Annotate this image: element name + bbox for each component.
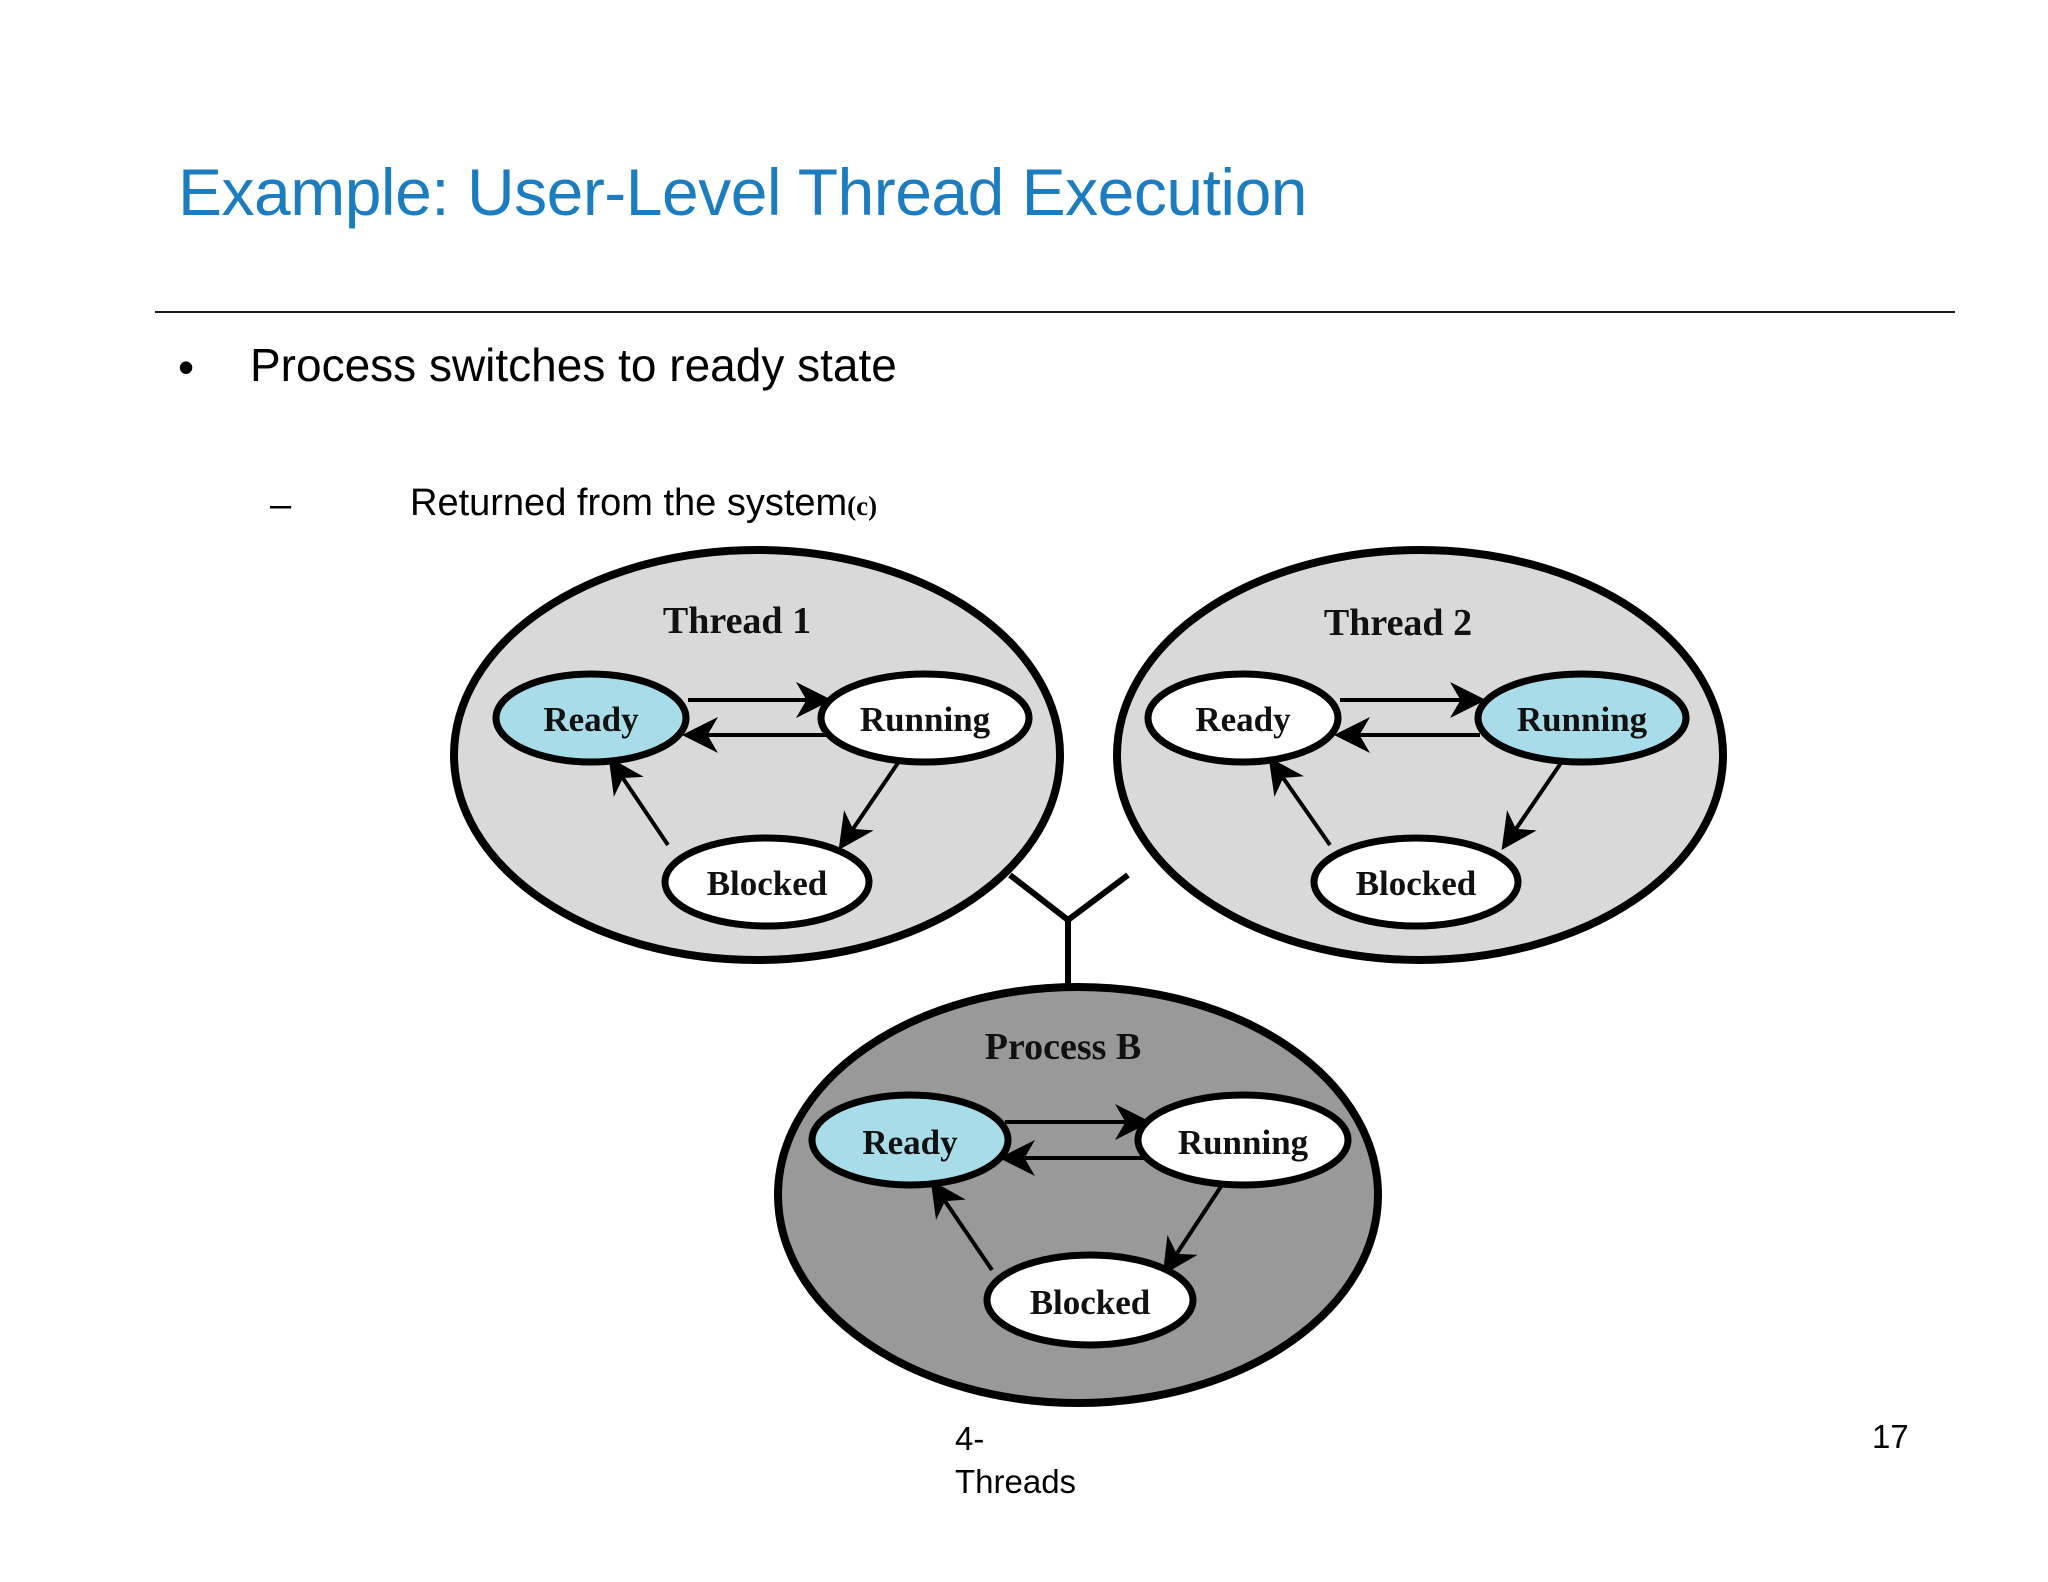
process-b-node-running[interactable]: Running	[1134, 1091, 1352, 1189]
bullet-item-sub: – Returned from the system(c)	[270, 480, 1070, 528]
thread-1-node-ready[interactable]: Ready	[492, 670, 690, 766]
process-b-boundary	[774, 983, 1382, 1407]
thread-2-ready-label: Ready	[1195, 700, 1291, 739]
process-b-node-ready[interactable]: Ready	[808, 1091, 1012, 1189]
title-divider	[155, 311, 1955, 313]
thread-2-node-running[interactable]: Running	[1474, 670, 1690, 766]
thread-2-running-label: Running	[1517, 700, 1648, 739]
bullet-item-primary: • Process switches to ready state	[178, 338, 938, 392]
process-b-node-blocked[interactable]: Blocked	[983, 1251, 1197, 1349]
thread-1-boundary	[450, 546, 1064, 964]
group-thread-2: Thread 2 Ready Running Blocked	[1113, 546, 1727, 964]
figure-letter-label: (c)	[847, 491, 878, 521]
group-process-b: Process B Ready Running Blocked	[774, 983, 1382, 1407]
process-b-label: Process B	[985, 1026, 1142, 1068]
process-b-running-label: Running	[1178, 1123, 1309, 1162]
thread-1-node-blocked[interactable]: Blocked	[661, 834, 873, 930]
thread-1-ready-label: Ready	[543, 700, 639, 739]
thread-2-edges	[1268, 682, 1565, 850]
group-connectors	[1008, 872, 1130, 985]
page-number: 17	[1872, 1418, 1909, 1455]
process-b-ready-label: Ready	[862, 1123, 958, 1162]
thread-1-running-label: Running	[860, 700, 991, 739]
thread-2-node-blocked[interactable]: Blocked	[1310, 834, 1522, 930]
thread-1-node-running[interactable]: Running	[817, 670, 1033, 766]
bullet-marker: •	[178, 341, 195, 393]
page-title: Example: User-Level Thread Execution	[178, 155, 1308, 229]
process-b-edges	[930, 1104, 1224, 1276]
thread-1-label: Thread 1	[663, 600, 811, 642]
bullet-text: Process switches to ready state	[250, 339, 897, 391]
thread-2-node-ready[interactable]: Ready	[1144, 670, 1342, 766]
thread-1-blocked-label: Blocked	[707, 864, 828, 903]
thread-1-edges	[608, 682, 902, 850]
process-b-blocked-label: Blocked	[1030, 1283, 1151, 1322]
footer-note: 4- Threads	[955, 1420, 1077, 1500]
group-thread-1: Thread 1 Ready Running Blocked	[450, 546, 1064, 964]
sub-bullet-marker: –	[270, 484, 292, 526]
thread-2-label: Thread 2	[1324, 602, 1472, 644]
sub-bullet-text: Returned from the system	[410, 482, 848, 524]
thread-2-blocked-label: Blocked	[1356, 864, 1477, 903]
thread-2-boundary	[1113, 546, 1727, 964]
